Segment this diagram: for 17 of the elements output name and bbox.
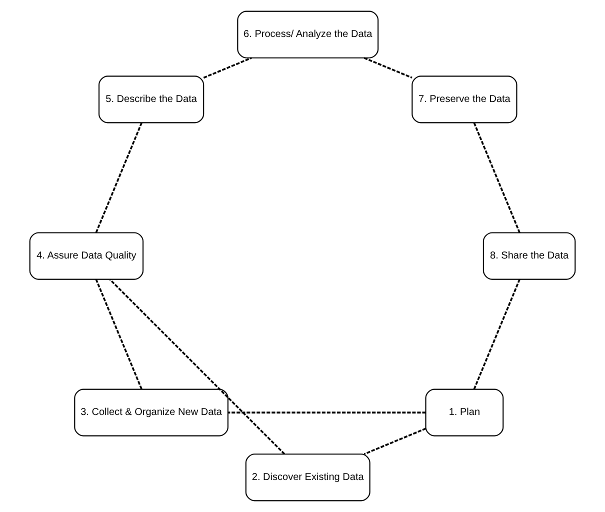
node-box: 5. Describe the Data	[98, 76, 204, 124]
connector	[95, 279, 142, 390]
connector	[203, 57, 252, 79]
node-box: 1. Plan	[425, 388, 504, 436]
node-box: 6. Process/ Analyze the Data	[237, 10, 379, 58]
connector	[95, 122, 142, 233]
connector	[364, 57, 412, 79]
connector	[109, 278, 286, 455]
connector	[228, 412, 426, 414]
connector	[364, 428, 426, 455]
node-box: 4. Assure Data Quality	[29, 232, 144, 280]
connector	[473, 122, 520, 233]
node-box: 8. Share the Data	[482, 232, 576, 280]
node-box: 3. Collect & Organize New Data	[74, 388, 228, 436]
node-box: 7. Preserve the Data	[412, 76, 518, 124]
node-box: 2. Discover Existing Data	[245, 454, 370, 502]
connector	[473, 279, 520, 390]
